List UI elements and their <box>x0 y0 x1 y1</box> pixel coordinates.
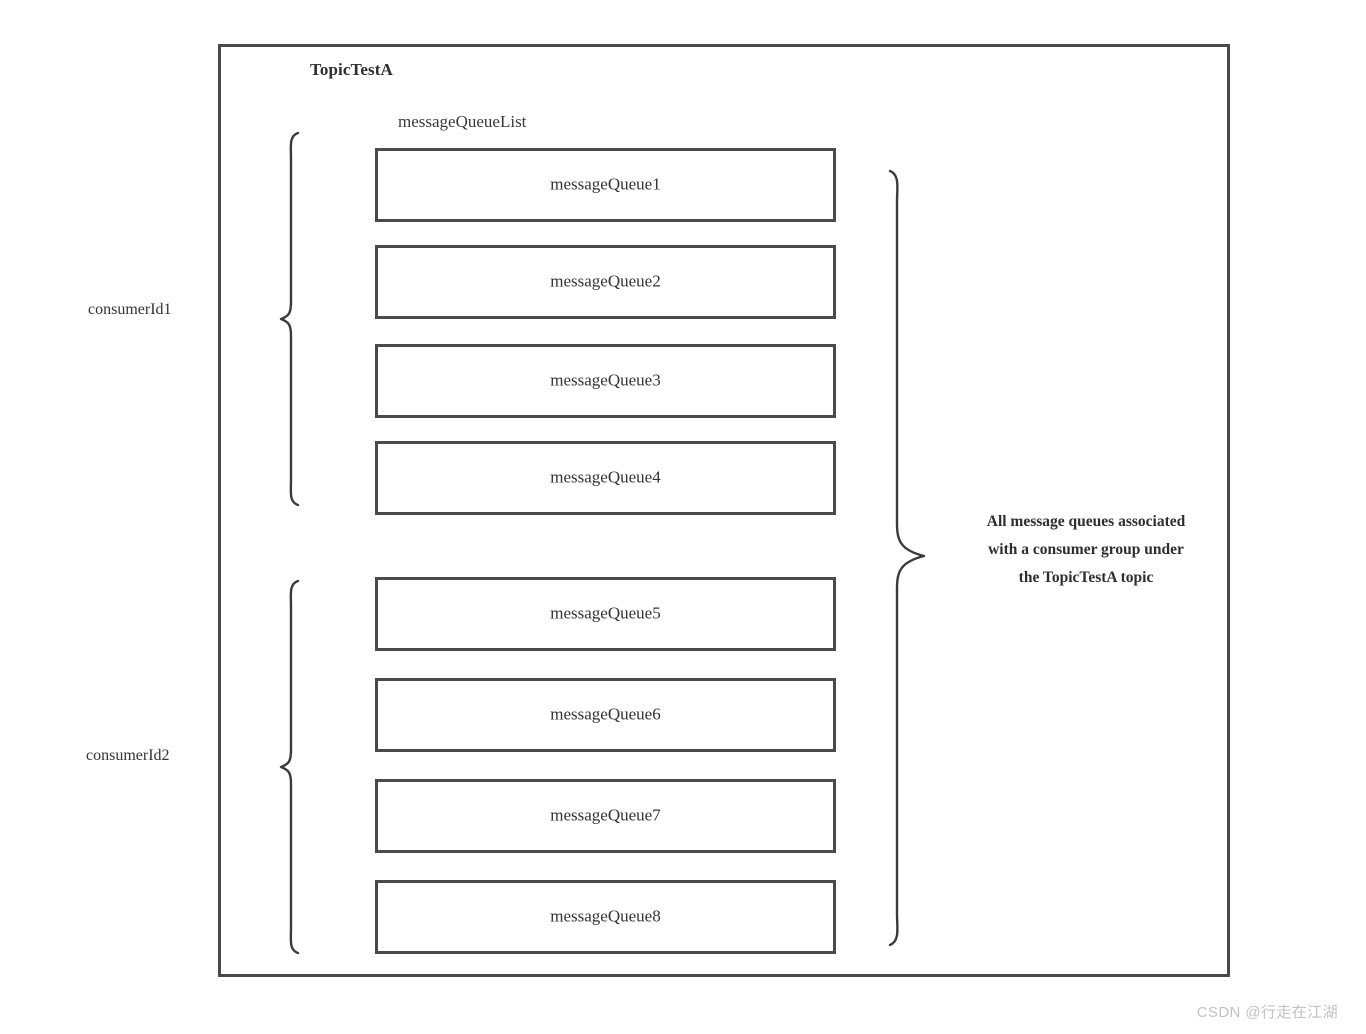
queue-box-3[interactable]: messageQueue3 <box>375 344 836 418</box>
queue-label-7: messageQueue7 <box>550 805 661 825</box>
annotation-line-2: with a consumer group under <box>988 541 1184 558</box>
brace-consumer-group-2 <box>279 579 300 955</box>
queue-box-4[interactable]: messageQueue4 <box>375 441 836 515</box>
page-title: TopicTestA <box>310 60 393 79</box>
message-queue-list-label: messageQueueList <box>398 112 527 131</box>
queue-box-8[interactable]: messageQueue8 <box>375 880 836 954</box>
consumer-group-label-2: consumerId2 <box>86 747 170 764</box>
queue-label-3: messageQueue3 <box>550 370 661 390</box>
queue-box-7[interactable]: messageQueue7 <box>375 779 836 853</box>
queue-label-1: messageQueue1 <box>550 174 661 194</box>
queue-box-1[interactable]: messageQueue1 <box>375 148 836 222</box>
consumer-group-label-1: consumerId1 <box>88 301 172 318</box>
watermark: CSDN @行走在江湖 <box>1196 1004 1338 1021</box>
annotation-line-3: the TopicTestA topic <box>1018 569 1154 586</box>
queue-box-2[interactable]: messageQueue2 <box>375 245 836 319</box>
queue-box-5[interactable]: messageQueue5 <box>375 577 836 651</box>
brace-consumer-group-1 <box>279 131 300 507</box>
annotation-all-queues: All message queues associated with a con… <box>944 508 1228 592</box>
annotation-line-1: All message queues associated <box>986 513 1186 530</box>
queue-label-5: messageQueue5 <box>550 603 661 623</box>
brace-all-queues <box>888 169 926 947</box>
queue-box-6[interactable]: messageQueue6 <box>375 678 836 752</box>
queue-label-2: messageQueue2 <box>550 271 661 291</box>
queue-label-8: messageQueue8 <box>550 906 661 926</box>
queue-label-6: messageQueue6 <box>550 704 661 724</box>
queue-label-4: messageQueue4 <box>550 467 661 487</box>
